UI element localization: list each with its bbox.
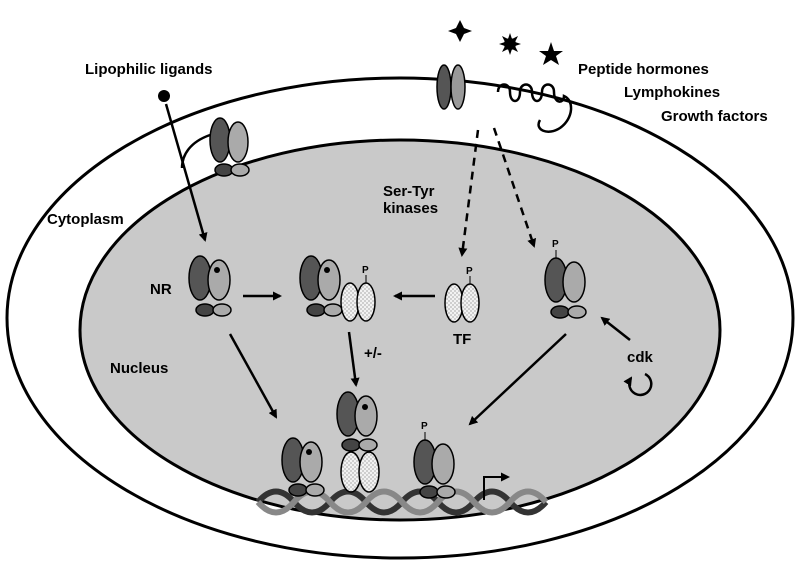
nr-tf-complex <box>299 255 376 322</box>
label-nucleus: Nucleus <box>110 360 168 377</box>
phospho-label-complex: P <box>362 265 369 276</box>
label-cdk: cdk <box>627 349 654 366</box>
phospho-label-nr-right: P <box>552 239 559 250</box>
cytoplasmic-receptor-complex <box>209 117 250 177</box>
label-ser-tyr: Ser-Tyr <box>383 183 435 200</box>
label-growth-factors: Growth factors <box>661 108 768 125</box>
label-peptide-hormones: Peptide hormones <box>578 61 709 78</box>
label-kinases: kinases <box>383 200 438 217</box>
label-lymphokines: Lymphokines <box>624 84 720 101</box>
membrane-receptor-icon <box>436 64 466 110</box>
label-plus-minus: +/- <box>364 345 382 362</box>
arrow-nr-to-dna <box>228 333 278 419</box>
chaperone-release-curve <box>180 133 211 169</box>
kinase-dashed-arrow-right <box>492 127 537 248</box>
phospho-label-dna-nr: P <box>421 421 428 432</box>
nucleus <box>78 138 722 522</box>
label-tf: TF <box>453 331 471 348</box>
phosphorylated-nr <box>544 250 587 319</box>
label-cytoplasm: Cytoplasm <box>47 211 124 228</box>
label-nr: NR <box>150 281 172 298</box>
dna-bound-phospho-nr <box>413 432 456 499</box>
cdk-arrow <box>600 316 631 341</box>
four-point-star-icon <box>448 20 472 42</box>
ligand-entry-arrow <box>164 103 208 242</box>
label-lipophilic-ligands: Lipophilic ligands <box>85 61 213 78</box>
serpentine-receptor-icon <box>496 83 573 133</box>
phospho-label-tf: P <box>466 266 473 277</box>
arrow-complex-to-dna <box>347 331 360 387</box>
lipophilic-ligand-dot <box>158 90 170 102</box>
arrow-phospho-nr-to-dna <box>468 333 567 426</box>
kinase-dashed-arrow-left <box>458 129 480 257</box>
cdk-cycle-icon <box>623 372 653 397</box>
starburst-icon <box>499 33 521 55</box>
five-point-star-icon <box>539 42 563 65</box>
dna-bound-nr-dimer <box>281 437 325 497</box>
dna-bound-nr-tf-complex <box>336 391 380 493</box>
nr-receptor-dimer <box>188 255 232 317</box>
tf-dimer <box>444 276 480 323</box>
transcription-start-arrow <box>483 472 510 500</box>
